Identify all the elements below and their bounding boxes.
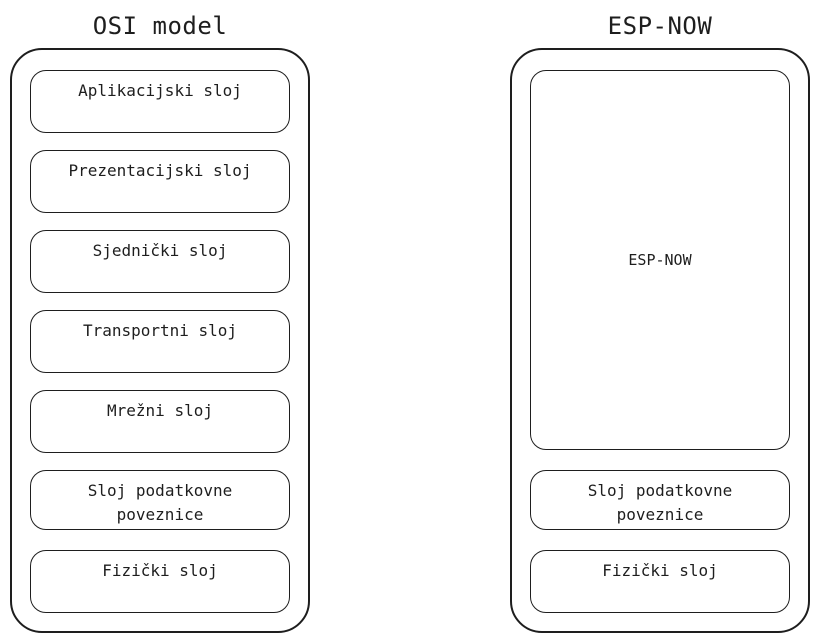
osi-layer-presentation-label: Prezentacijski sloj bbox=[68, 161, 252, 180]
osi-layer-data-link-label: Sloj podatkovne poveznice bbox=[87, 481, 233, 524]
espnow-layer-physical-label: Fizički sloj bbox=[602, 561, 718, 580]
osi-layer-transport: Transportni sloj bbox=[30, 310, 290, 373]
osi-layer-data-link: Sloj podatkovne poveznice bbox=[30, 470, 290, 530]
espnow-layer-data-link: Sloj podatkovne poveznice bbox=[530, 470, 790, 530]
osi-layer-presentation: Prezentacijski sloj bbox=[30, 150, 290, 213]
espnow-title: ESP-NOW bbox=[607, 12, 713, 40]
osi-layer-application-label: Aplikacijski sloj bbox=[78, 81, 242, 100]
osi-title: OSI model bbox=[92, 12, 228, 40]
espnow-stack-frame bbox=[510, 48, 810, 633]
espnow-layer-espnow: ESP-NOW bbox=[530, 70, 790, 450]
osi-layer-transport-label: Transportni sloj bbox=[82, 321, 238, 340]
espnow-layer-data-link-label: Sloj podatkovne poveznice bbox=[587, 481, 733, 524]
osi-layer-network-label: Mrežni sloj bbox=[107, 401, 213, 420]
espnow-layer-physical: Fizički sloj bbox=[530, 550, 790, 613]
osi-layer-session: Sjednički sloj bbox=[30, 230, 290, 293]
osi-layer-session-label: Sjednički sloj bbox=[92, 241, 228, 260]
osi-layer-application: Aplikacijski sloj bbox=[30, 70, 290, 133]
osi-stack-frame bbox=[10, 48, 310, 633]
osi-layer-physical-label: Fizički sloj bbox=[102, 561, 218, 580]
osi-layer-physical: Fizički sloj bbox=[30, 550, 290, 613]
espnow-layer-espnow-label: ESP-NOW bbox=[628, 251, 692, 269]
osi-layer-network: Mrežni sloj bbox=[30, 390, 290, 453]
